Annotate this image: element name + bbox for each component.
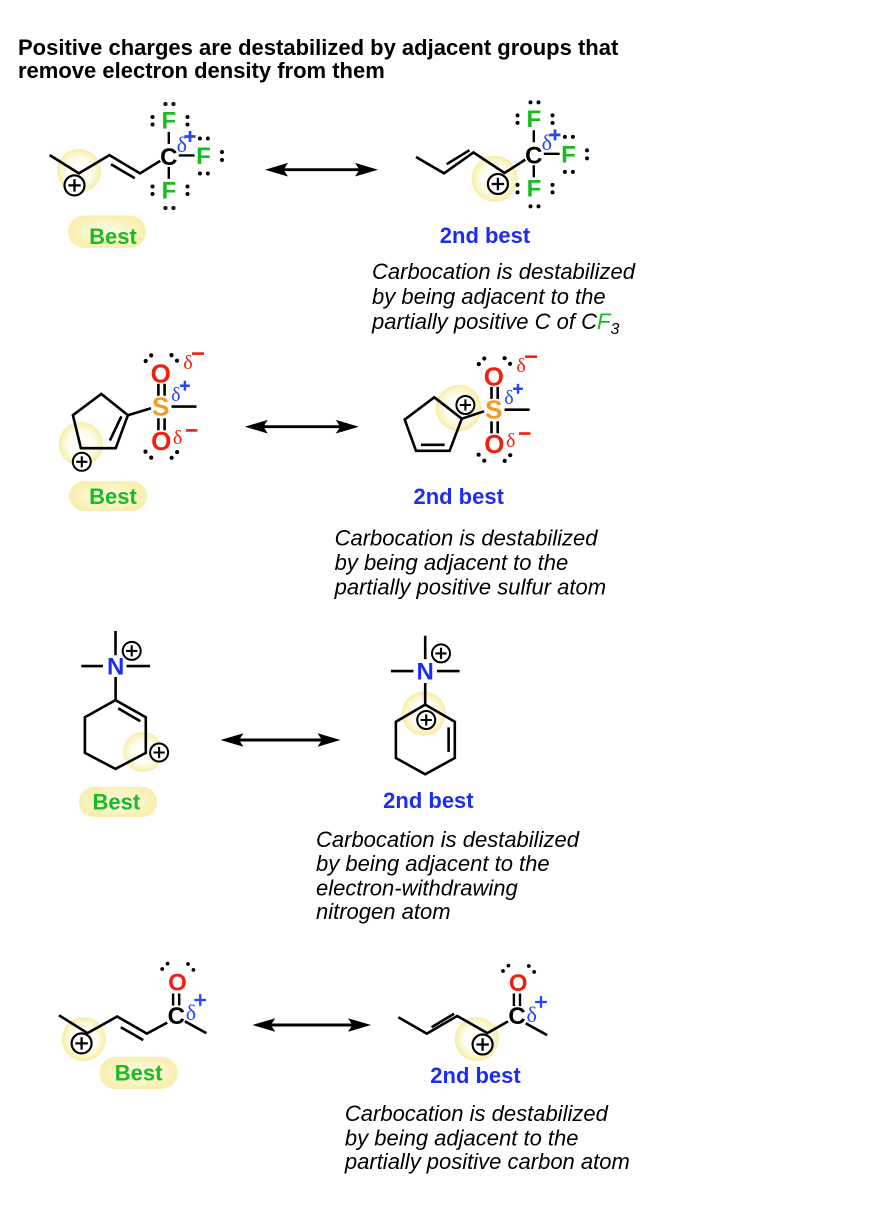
svg-text:Carbocation is destabilized: Carbocation is destabilized (345, 1101, 609, 1126)
svg-text:by being adjacent to the: by being adjacent to the (316, 851, 550, 876)
svg-text:δ: δ (186, 1000, 196, 1025)
svg-text:F: F (526, 106, 541, 133)
svg-text:O: O (509, 970, 528, 997)
svg-text:δ: δ (183, 352, 192, 374)
svg-text:partially positive carbon atom: partially positive carbon atom (344, 1149, 630, 1174)
svg-text:by being adjacent to the: by being adjacent to the (372, 284, 606, 309)
svg-text:Carbocation is destabilized: Carbocation is destabilized (335, 526, 599, 551)
svg-text:O: O (151, 426, 171, 456)
svg-text:C: C (508, 1003, 525, 1030)
svg-text:F: F (196, 143, 211, 170)
svg-text:O: O (168, 969, 187, 996)
svg-text:δ: δ (506, 430, 515, 452)
svg-text:Best: Best (115, 1061, 163, 1086)
svg-text:δ: δ (173, 427, 182, 449)
svg-text:δ: δ (527, 1002, 537, 1027)
svg-text:δ: δ (516, 355, 525, 377)
svg-text:C: C (160, 144, 177, 171)
svg-text:δ: δ (542, 130, 552, 155)
svg-text:Carbocation is destabilized: Carbocation is destabilized (372, 259, 636, 284)
svg-text:C: C (168, 1003, 185, 1030)
svg-text:by being adjacent to the: by being adjacent to the (335, 550, 569, 575)
svg-text:Best: Best (89, 224, 137, 249)
svg-text:F: F (162, 177, 177, 204)
svg-text:Best: Best (93, 790, 141, 815)
svg-text:partially positive C of CF3: partially positive C of CF3 (371, 309, 619, 338)
svg-text:O: O (484, 429, 504, 459)
svg-text:δ: δ (171, 384, 180, 406)
svg-text:electron-withdrawing: electron-withdrawing (316, 875, 519, 900)
svg-text:N: N (417, 658, 434, 685)
svg-text:S: S (485, 394, 502, 424)
svg-text:F: F (161, 108, 176, 135)
svg-text:Best: Best (89, 484, 137, 509)
svg-text:nitrogen atom: nitrogen atom (316, 899, 451, 924)
svg-text:C: C (525, 143, 542, 170)
svg-text:Positive charges are destabili: Positive charges are destabilized by adj… (18, 35, 619, 60)
svg-text:by being adjacent to the: by being adjacent to the (345, 1125, 579, 1150)
svg-text:F: F (561, 141, 576, 168)
svg-text:2nd best: 2nd best (430, 1063, 521, 1088)
svg-text:δ: δ (177, 132, 187, 157)
svg-text:S: S (152, 391, 169, 421)
svg-text:2nd best: 2nd best (413, 484, 504, 509)
svg-text:partially positive sulfur atom: partially positive sulfur atom (334, 574, 606, 599)
svg-text:δ: δ (504, 387, 513, 409)
svg-text:2nd best: 2nd best (440, 223, 531, 248)
svg-text:F: F (527, 176, 542, 203)
svg-text:N: N (107, 653, 124, 680)
svg-text:remove electron density from t: remove electron density from them (18, 58, 385, 83)
svg-text:O: O (484, 361, 504, 391)
svg-text:Carbocation is destabilized: Carbocation is destabilized (316, 827, 580, 852)
svg-text:2nd best: 2nd best (383, 788, 474, 813)
svg-text:O: O (151, 358, 171, 388)
